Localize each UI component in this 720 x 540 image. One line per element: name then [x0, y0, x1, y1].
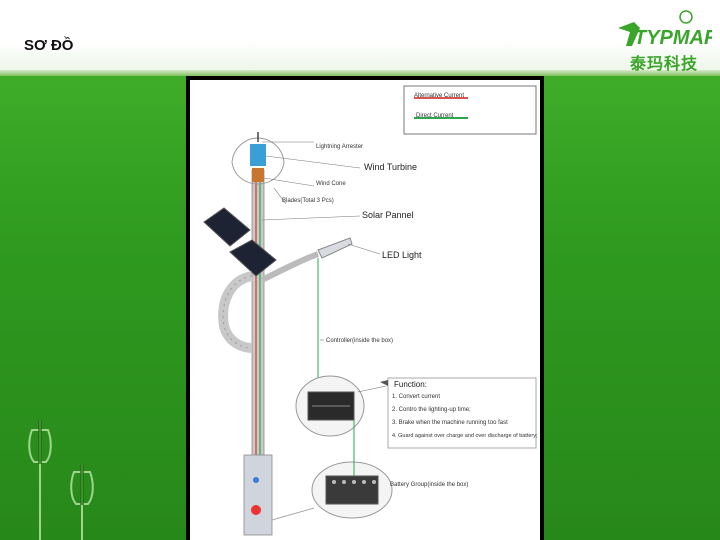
logo-chinese-text: 泰玛科技 — [630, 54, 699, 73]
wind-cone — [252, 168, 264, 182]
function-item-3: 3. Brake when the machine running too fa… — [392, 420, 508, 426]
label-lightning-arrester: Lightning Arrester — [316, 144, 364, 150]
header-bar — [0, 0, 720, 70]
label-solar-panel: Solar Pannel — [362, 210, 414, 220]
function-title: Function: — [394, 380, 427, 389]
function-box — [387, 377, 537, 449]
diagram-frame: Alternative Current Direct Current Light… — [186, 76, 544, 540]
base-connector-blue — [253, 477, 259, 483]
solar-panel-2 — [229, 239, 277, 277]
decorative-bracket — [218, 271, 254, 353]
legend-ac-label: Alternative Current — [414, 93, 465, 99]
street-light-diagram — [203, 85, 537, 536]
legend-box — [403, 85, 537, 135]
company-logo-icon: TYPMAR — [618, 10, 712, 49]
legend-dc-label: Direct Current — [416, 113, 454, 119]
led-arm — [260, 251, 320, 283]
turbine-generator — [250, 144, 266, 166]
diagram-canvas: Alternative Current Direct Current Light… — [190, 80, 540, 540]
label-led-light: LED Light — [382, 250, 422, 260]
function-item-2: 2. Contro the lighting-up time; — [392, 407, 471, 413]
led-light-fixture — [317, 237, 353, 259]
battery-pointer — [271, 507, 315, 521]
logo-text: TYPMAR — [634, 27, 712, 49]
label-controller: Controller(inside the box) — [326, 338, 394, 344]
function-item-1: 1. Convert current — [392, 394, 441, 400]
slide-title: SƠ ĐỒ — [24, 37, 74, 54]
label-battery: Battery Group(inside the box) — [390, 482, 469, 488]
solar-panel-1 — [203, 207, 251, 247]
label-wind-cone: Wind Cone — [316, 181, 346, 187]
base-connector — [251, 505, 261, 515]
label-blades: Blades(Total 3 Pcs) — [282, 198, 334, 204]
pole — [251, 169, 265, 461]
function-item-4: 4. Guard against over charge and over di… — [392, 433, 538, 439]
decorative-turbines-icon — [28, 420, 94, 540]
turbine-cage — [231, 137, 285, 185]
pole-base-box — [243, 454, 273, 536]
label-wind-turbine: Wind Turbine — [364, 162, 418, 172]
header-divider — [0, 70, 720, 76]
decorative-bracket-holes — [222, 275, 253, 349]
